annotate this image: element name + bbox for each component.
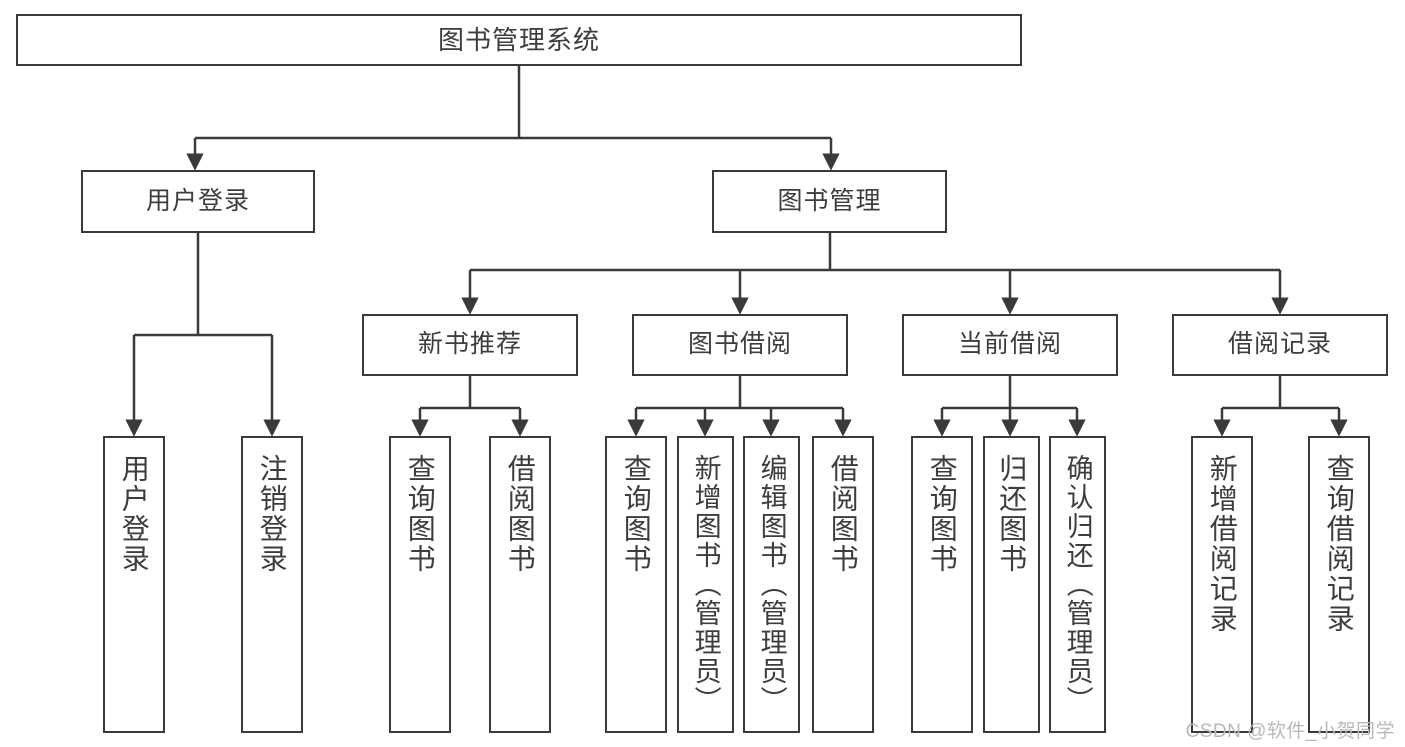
leaf-new-book-query[interactable]: 查询图书 (389, 436, 451, 733)
node-label: 图书管理系统 (437, 24, 600, 55)
node-label: 图书借阅 (687, 330, 792, 359)
leaf-user-login[interactable]: 用户登录 (103, 436, 165, 733)
node-label: 归还图书 (996, 454, 1028, 574)
node-root-system[interactable]: 图书管理系统 (16, 14, 1022, 66)
node-label: 当前借阅 (957, 330, 1062, 359)
node-label: 借阅图书 (504, 454, 536, 574)
leaf-user-logout[interactable]: 注销登录 (241, 436, 303, 733)
node-label: 新书推荐 (417, 330, 522, 359)
node-label: 用户登录 (145, 186, 250, 215)
leaf-borrow-add-book-admin[interactable]: 新增图书（管理员） (677, 436, 734, 733)
leaf-borrow-edit-book-admin[interactable]: 编辑图书（管理员） (743, 436, 800, 733)
leaf-borrow-borrow-book[interactable]: 借阅图书 (812, 436, 874, 733)
node-label: 确认归还（管理员） (1062, 454, 1093, 715)
leaf-current-return-book[interactable]: 归还图书 (983, 436, 1040, 733)
node-label: 编辑图书（管理员） (756, 454, 787, 715)
node-label: 查询图书 (620, 454, 652, 574)
node-label: 注销登录 (256, 454, 288, 574)
leaf-borrow-query-book[interactable]: 查询图书 (605, 436, 667, 733)
node-book-borrow[interactable]: 图书借阅 (632, 314, 848, 376)
node-label: 查询借阅记录 (1323, 454, 1355, 634)
leaf-current-confirm-return-admin[interactable]: 确认归还（管理员） (1049, 436, 1106, 733)
node-label: 查询图书 (404, 454, 436, 574)
leaf-current-query-book[interactable]: 查询图书 (911, 436, 973, 733)
node-label: 借阅图书 (827, 454, 859, 574)
node-label: 查询图书 (926, 454, 958, 574)
node-borrow-record[interactable]: 借阅记录 (1172, 314, 1388, 376)
leaf-record-query[interactable]: 查询借阅记录 (1308, 436, 1370, 733)
node-user-login[interactable]: 用户登录 (81, 170, 315, 233)
node-new-book-recommend[interactable]: 新书推荐 (362, 314, 578, 376)
node-label: 借阅记录 (1227, 330, 1332, 359)
node-book-management[interactable]: 图书管理 (712, 170, 947, 233)
node-current-borrow[interactable]: 当前借阅 (902, 314, 1118, 376)
node-label: 新增图书（管理员） (690, 454, 721, 715)
node-label: 用户登录 (118, 454, 150, 574)
node-label: 图书管理 (777, 186, 882, 215)
node-label: 新增借阅记录 (1206, 454, 1238, 634)
leaf-new-book-borrow[interactable]: 借阅图书 (489, 436, 551, 733)
leaf-record-add[interactable]: 新增借阅记录 (1191, 436, 1253, 733)
